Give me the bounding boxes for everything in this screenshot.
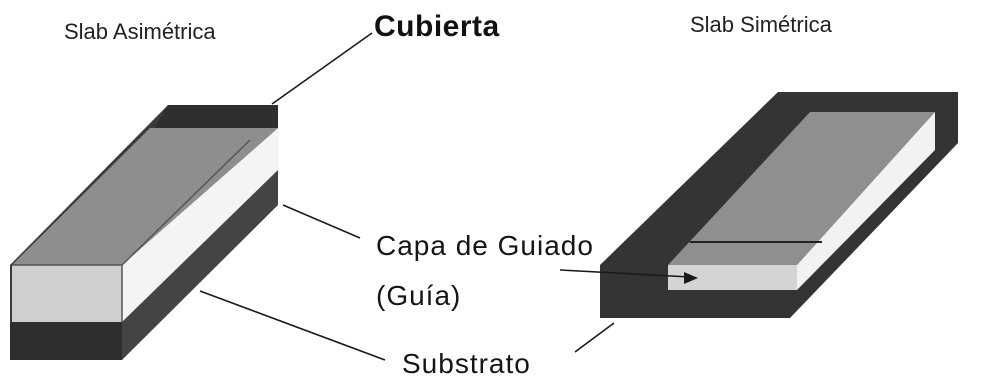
- substrato-label: Substrato: [402, 348, 531, 379]
- symmetric-slab-title: Slab Simétrica: [690, 12, 832, 37]
- asym-guide-side: [122, 128, 278, 322]
- capa-leader: [282, 204, 361, 239]
- symmetric-slab: [600, 92, 958, 318]
- asym-guide-front: [12, 265, 122, 322]
- asym-substrate-front: [10, 322, 122, 360]
- cubierta-label: Cubierta: [374, 10, 500, 43]
- substrato-leader-right: [574, 322, 615, 353]
- sym-guide-front: [668, 265, 797, 290]
- sym-guide-top: [668, 112, 935, 265]
- asymmetric-slab: [10, 105, 278, 360]
- asymmetric-slab-title: Slab Asimétrica: [64, 19, 216, 44]
- asym-substrate-side: [122, 170, 278, 360]
- capa-arrow-head: [684, 272, 698, 284]
- capa-arrow-line: [559, 269, 691, 278]
- guia-label: (Guía): [376, 280, 462, 311]
- sym-guide-side: [797, 112, 935, 290]
- capa-guiado-label: Capa de Guiado: [376, 230, 594, 261]
- asym-cover-strip: [155, 105, 278, 128]
- asym-guide-top: [12, 128, 278, 265]
- leader-lines: [199, 32, 698, 361]
- substrato-leader-left: [199, 290, 386, 361]
- cubierta-leader: [271, 32, 373, 105]
